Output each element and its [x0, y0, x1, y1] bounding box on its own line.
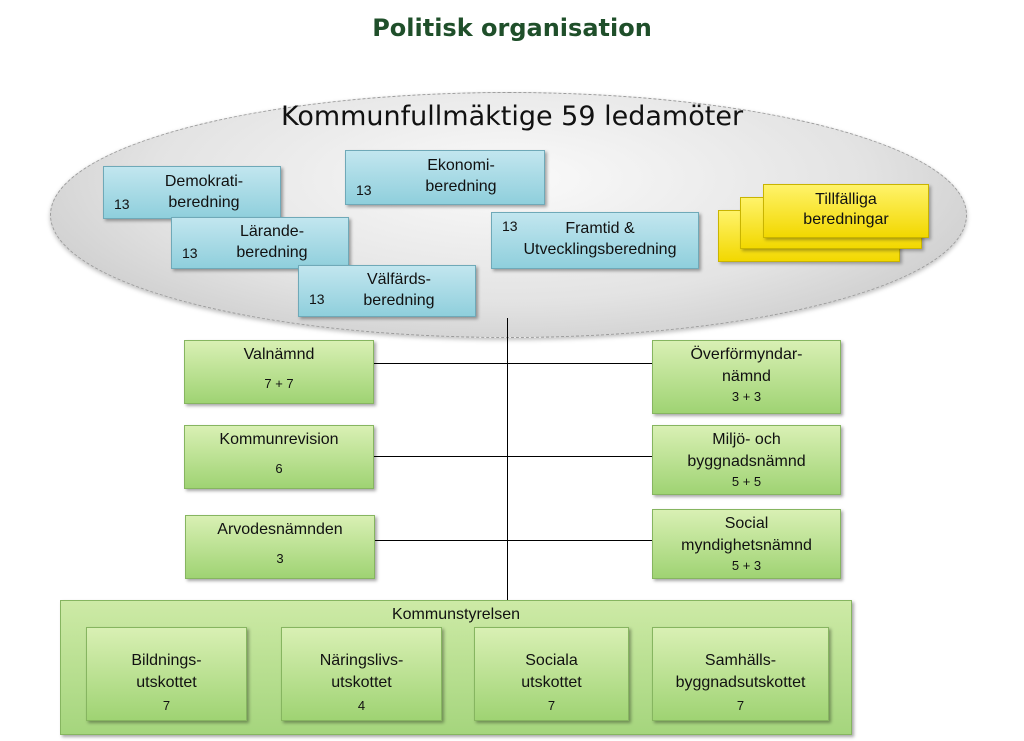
committee-valfardsberedning: 13 Välfärds- beredning: [298, 265, 476, 317]
member-count: 5 + 5: [731, 474, 762, 489]
member-count: 3: [276, 551, 284, 566]
executive-board-title: Kommunstyrelsen: [391, 606, 521, 623]
committee-label: Framtid & Utvecklingsberedning: [523, 220, 677, 258]
member-count: 4: [357, 698, 366, 713]
committee-larandeberedning: 13 Lärande- beredning: [171, 217, 349, 269]
connector-line: [372, 540, 652, 541]
member-count: 7: [736, 698, 745, 713]
member-count: 3 + 3: [731, 389, 762, 404]
committee-miljo-byggnadsnamnd: Miljö- och byggnadsnämnd 5 + 5: [652, 425, 841, 495]
trunk-line: [507, 318, 508, 600]
subcommittee-naringslivsutskottet: Näringslivs- utskottet 4: [281, 627, 442, 721]
committee-overformyndarnamnd: Överförmyndar- nämnd 3 + 3: [652, 340, 841, 414]
committee-label: Överförmyndar- nämnd: [690, 346, 803, 385]
member-count: 13: [309, 291, 325, 307]
committee-social-myndighetsnamnd: Social myndighetsnämnd 5 + 3: [652, 509, 841, 579]
member-count: 13: [502, 218, 518, 234]
subcommittee-label: Sociala utskottet: [521, 652, 582, 691]
member-count: 6: [275, 461, 283, 476]
council-title: Kommunfullmäktige 59 ledamöter: [280, 101, 744, 132]
committee-label: Välfärds- beredning: [363, 271, 435, 309]
committee-ekonomiberedning: 13 Ekonomi- beredning: [345, 150, 545, 205]
committee-label: Arvodesnämnden: [217, 521, 343, 538]
page-title: Politisk organisation: [372, 14, 652, 42]
committee-demokratiberedning: 13 Demokrati- beredning: [103, 166, 281, 219]
member-count: 5 + 3: [731, 558, 762, 573]
committee-kommunrevision: Kommunrevision 6: [184, 425, 374, 489]
committee-label: Lärande- beredning: [236, 223, 308, 261]
committee-framtid-utvecklingsberedning: 13 Framtid & Utvecklingsberedning: [491, 212, 699, 269]
committee-valnamnd: Valnämnd 7 + 7: [184, 340, 374, 404]
temporary-label: Tillfälliga beredningar: [803, 191, 889, 228]
committee-label: Miljö- och byggnadsnämnd: [687, 431, 806, 470]
member-count: 13: [114, 196, 130, 212]
committee-label: Social myndighetsnämnd: [681, 515, 812, 554]
temporary-committees: Tillfälliga beredningar: [763, 184, 929, 238]
connector-line: [372, 456, 652, 457]
subcommittee-samhallsbyggnadsutskottet: Samhälls- byggnadsutskottet 7: [652, 627, 829, 721]
committee-label: Kommunrevision: [219, 431, 339, 448]
committee-label: Valnämnd: [243, 346, 315, 363]
committee-label: Ekonomi- beredning: [425, 157, 497, 195]
member-count: 7 + 7: [264, 376, 294, 391]
member-count: 7: [162, 698, 171, 713]
committee-arvodesnamnden: Arvodesnämnden 3: [185, 515, 375, 579]
subcommittee-label: Bildnings- utskottet: [131, 652, 202, 691]
member-count: 13: [356, 182, 372, 198]
subcommittee-label: Näringslivs- utskottet: [319, 652, 404, 691]
subcommittee-sociala-utskottet: Sociala utskottet 7: [474, 627, 629, 721]
member-count: 13: [182, 245, 198, 261]
connector-line: [372, 363, 652, 364]
subcommittee-bildningsutskottet: Bildnings- utskottet 7: [86, 627, 247, 721]
subcommittee-label: Samhälls- byggnadsutskottet: [675, 652, 806, 691]
member-count: 7: [547, 698, 556, 713]
committee-label: Demokrati- beredning: [164, 173, 244, 211]
